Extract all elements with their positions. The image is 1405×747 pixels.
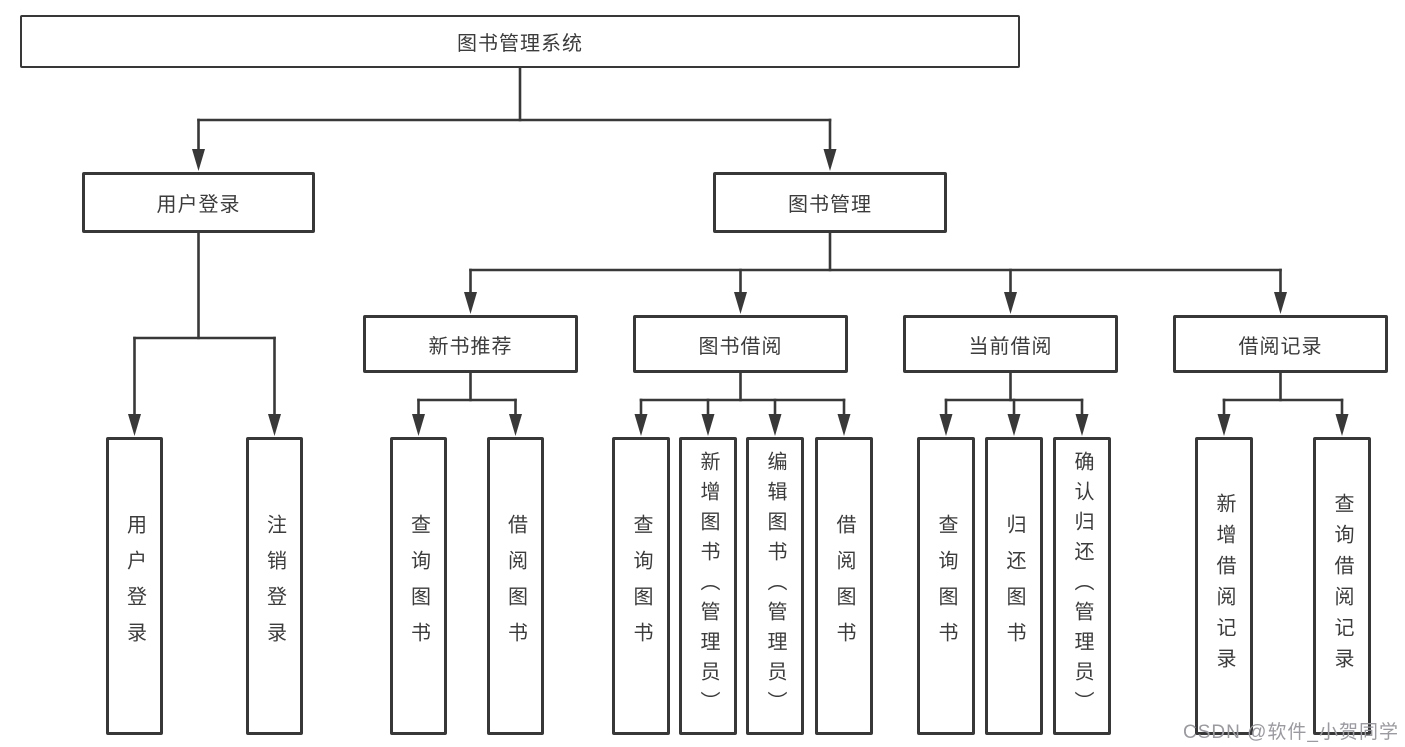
arrowhead-icon <box>192 149 205 171</box>
node-label: 注销登录 <box>263 514 286 658</box>
node-book-mgmt: 图书管理 <box>713 172 947 233</box>
node-leaf-query-record: 查询借阅记录 <box>1313 437 1371 735</box>
node-label: 归还图书 <box>1003 514 1025 658</box>
arrowhead-icon <box>837 414 851 436</box>
node-leaf-add-book: 新增图书（管理员） <box>679 437 737 735</box>
arrowhead-icon <box>823 149 837 171</box>
arrowhead-icon <box>634 414 648 436</box>
arrowhead-icon <box>509 414 522 436</box>
arrowhead-icon <box>464 292 477 314</box>
node-label: 借阅图书 <box>833 514 855 658</box>
node-root: 图书管理系统 <box>20 15 1020 68</box>
node-new-book-rec: 新书推荐 <box>363 315 578 373</box>
node-leaf-query-book-2: 查询图书 <box>612 437 670 735</box>
node-label: 当前借阅 <box>968 335 1053 358</box>
node-label: 编辑图书（管理员） <box>764 451 786 721</box>
node-borrow-records: 借阅记录 <box>1173 315 1388 373</box>
node-user-login-group: 用户登录 <box>82 172 315 233</box>
node-label: 图书管理 <box>788 194 872 216</box>
node-label: 新增借阅记录 <box>1213 493 1235 679</box>
arrowhead-icon <box>1335 414 1349 436</box>
node-leaf-logout: 注销登录 <box>246 437 303 735</box>
node-label: 新增图书（管理员） <box>697 451 719 721</box>
node-label: 查询借阅记录 <box>1331 493 1353 679</box>
node-current-borrow: 当前借阅 <box>903 315 1118 373</box>
node-label: 借阅图书 <box>504 514 527 658</box>
node-book-borrow: 图书借阅 <box>633 315 848 373</box>
arrowhead-icon <box>268 414 281 436</box>
arrowhead-icon <box>734 292 747 314</box>
arrowhead-icon <box>412 414 425 436</box>
node-leaf-user-login: 用户登录 <box>106 437 163 735</box>
watermark: CSDN @软件_小贺同学 <box>1183 722 1399 743</box>
arrowhead-icon <box>1075 414 1089 436</box>
arrowhead-icon <box>939 414 953 436</box>
arrowhead-icon <box>1274 292 1287 314</box>
node-label: 用户登录 <box>123 514 146 658</box>
arrowhead-icon <box>768 414 782 436</box>
node-leaf-add-record: 新增借阅记录 <box>1195 437 1253 735</box>
node-label: 图书管理系统 <box>457 33 583 55</box>
node-leaf-query-book-3: 查询图书 <box>917 437 975 735</box>
node-leaf-edit-book: 编辑图书（管理员） <box>746 437 804 735</box>
node-leaf-query-book-1: 查询图书 <box>390 437 447 735</box>
arrowhead-icon <box>128 414 141 436</box>
node-label: 查询图书 <box>630 514 652 658</box>
node-label: 查询图书 <box>407 514 430 658</box>
node-label: 借阅记录 <box>1238 335 1323 358</box>
node-leaf-borrow-book-2: 借阅图书 <box>815 437 873 735</box>
node-label: 确认归还（管理员） <box>1071 451 1093 721</box>
node-leaf-borrow-book-1: 借阅图书 <box>487 437 544 735</box>
node-leaf-confirm-return: 确认归还（管理员） <box>1053 437 1111 735</box>
node-label: 查询图书 <box>935 514 957 658</box>
node-label: 新书推荐 <box>428 335 513 358</box>
arrowhead-icon <box>1007 414 1021 436</box>
node-label: 用户登录 <box>156 194 241 216</box>
arrowhead-icon <box>1217 414 1231 436</box>
arrowhead-icon <box>701 414 715 436</box>
node-leaf-return-book: 归还图书 <box>985 437 1043 735</box>
arrowhead-icon <box>1004 292 1017 314</box>
node-label: 图书借阅 <box>698 335 783 358</box>
